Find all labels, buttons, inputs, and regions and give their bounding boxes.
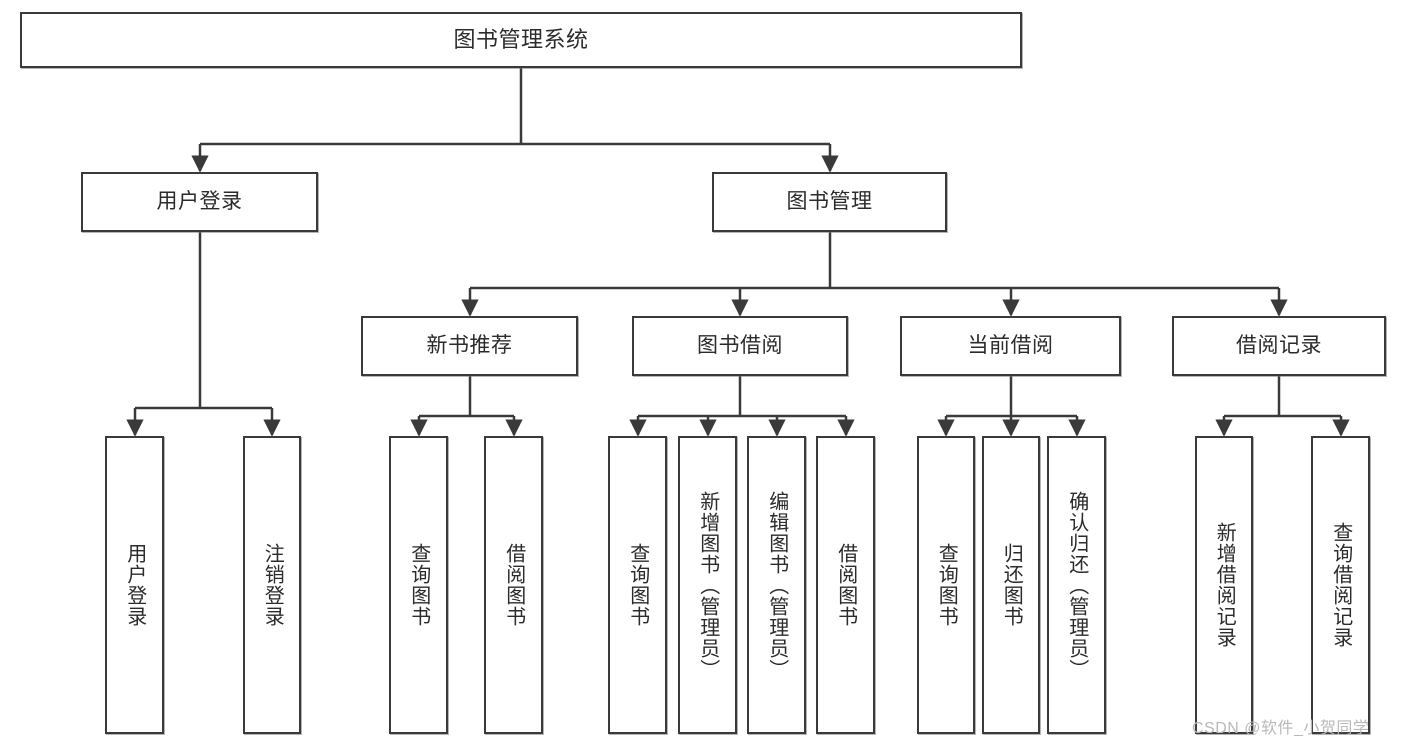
node-leaf-query-book-2-label: 查询图书 [626, 543, 649, 627]
node-leaf-add-book[interactable]: 新增图书（管理员） [678, 436, 737, 734]
node-leaf-query-book-1-label: 查询图书 [407, 543, 430, 627]
node-leaf-borrow-book-2[interactable]: 借阅图书 [816, 436, 875, 734]
node-leaf-user-login[interactable]: 用户登录 [105, 436, 164, 734]
node-current-borrow[interactable]: 当前借阅 [900, 316, 1121, 376]
node-leaf-borrow-book-1[interactable]: 借阅图书 [484, 436, 543, 734]
node-user-login-label: 用户登录 [156, 189, 243, 213]
node-new-book-recommend-label: 新书推荐 [426, 333, 513, 357]
node-leaf-query-record[interactable]: 查询借阅记录 [1311, 436, 1370, 734]
node-leaf-add-book-label: 新增图书（管理员） [696, 490, 719, 680]
node-leaf-query-book-3-label: 查询图书 [935, 543, 958, 627]
node-book-manage-label: 图书管理 [786, 189, 873, 213]
node-leaf-borrow-book-1-label: 借阅图书 [502, 543, 525, 627]
node-user-login[interactable]: 用户登录 [81, 172, 318, 232]
node-book-borrow[interactable]: 图书借阅 [632, 316, 848, 376]
node-leaf-add-record[interactable]: 新增借阅记录 [1195, 436, 1253, 734]
node-leaf-query-book-3[interactable]: 查询图书 [917, 436, 975, 734]
node-leaf-edit-book[interactable]: 编辑图书（管理员） [747, 436, 806, 734]
node-leaf-logout-label: 注销登录 [261, 543, 284, 627]
node-leaf-borrow-book-2-label: 借阅图书 [834, 543, 857, 627]
node-leaf-return-book[interactable]: 归还图书 [982, 436, 1040, 734]
node-leaf-confirm-return[interactable]: 确认归还（管理员） [1047, 436, 1106, 734]
node-leaf-logout[interactable]: 注销登录 [243, 436, 301, 734]
node-leaf-return-book-label: 归还图书 [1000, 543, 1023, 627]
node-borrow-record[interactable]: 借阅记录 [1172, 316, 1386, 376]
node-leaf-query-book-1[interactable]: 查询图书 [389, 436, 448, 734]
node-book-borrow-label: 图书借阅 [697, 333, 783, 357]
watermark: CSDN @软件_小贺同学 [1192, 720, 1370, 737]
node-root[interactable]: 图书管理系统 [20, 12, 1022, 68]
node-leaf-user-login-label: 用户登录 [123, 543, 146, 627]
node-root-label: 图书管理系统 [453, 27, 589, 53]
node-leaf-edit-book-label: 编辑图书（管理员） [765, 490, 788, 680]
node-new-book-recommend[interactable]: 新书推荐 [361, 316, 578, 376]
node-current-borrow-label: 当前借阅 [967, 333, 1054, 357]
node-leaf-add-record-label: 新增借阅记录 [1213, 522, 1236, 648]
node-leaf-query-record-label: 查询借阅记录 [1329, 522, 1352, 648]
node-leaf-query-book-2[interactable]: 查询图书 [608, 436, 667, 734]
node-borrow-record-label: 借阅记录 [1236, 333, 1322, 357]
node-book-manage[interactable]: 图书管理 [712, 172, 947, 232]
node-leaf-confirm-return-label: 确认归还（管理员） [1065, 490, 1088, 680]
